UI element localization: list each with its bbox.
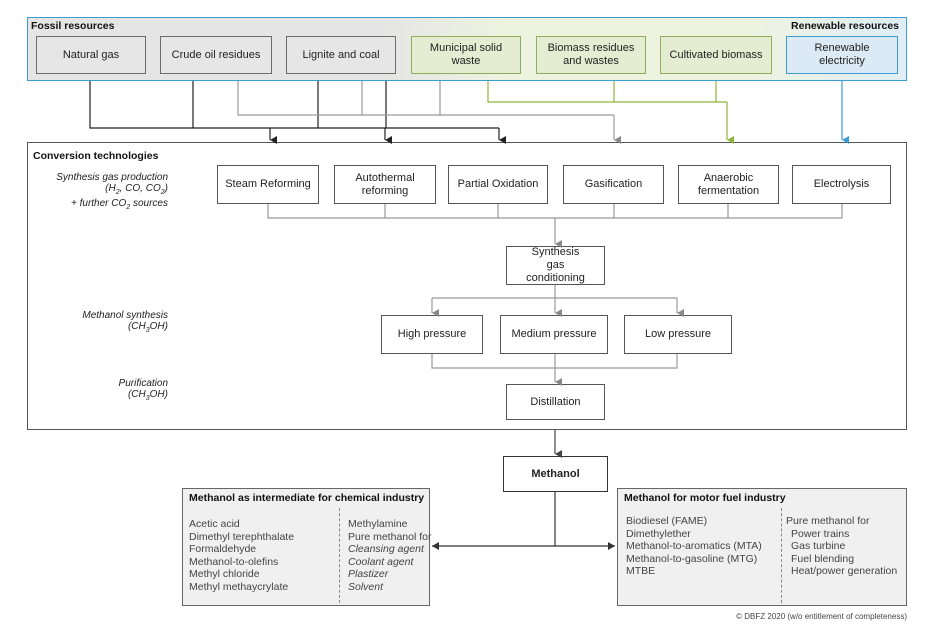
line-tech-collector bbox=[267, 204, 843, 219]
chemical-divider bbox=[339, 508, 340, 603]
chemical-item: Pure methanol for bbox=[348, 530, 432, 543]
tech-autothermal-reforming: Autothermal reforming bbox=[334, 165, 436, 204]
line-biomass bbox=[487, 81, 727, 103]
line-conditioning-split bbox=[554, 285, 677, 299]
chemical-item: Acetic acid bbox=[189, 518, 240, 530]
stage-methanol-synthesis-name: Methanol synthesis bbox=[82, 310, 168, 321]
fuel-item: Power trains bbox=[791, 527, 850, 540]
chemical-item: Dimethyl terephthalate bbox=[189, 530, 295, 543]
pressure-medium: Medium pressure bbox=[500, 315, 608, 354]
fuel-list-right: Pure methanol for Power trains Gas turbi… bbox=[786, 515, 897, 578]
chemical-use: Plastizer bbox=[348, 568, 389, 580]
resource-biomass-residues: Biomass residues and wastes bbox=[536, 36, 646, 74]
chemical-use: Solvent bbox=[348, 580, 384, 593]
fuel-item: Biodiesel (FAME) bbox=[626, 515, 708, 527]
stage-syngas-co2: + further CO2 sources bbox=[70, 198, 168, 211]
fuel-item: Fuel blending bbox=[791, 552, 855, 565]
chemical-use: Coolant agent bbox=[348, 555, 414, 568]
chemical-list-left: Acetic acid Dimethyl terephthalate Forma… bbox=[189, 518, 294, 593]
syngas-conditioning: Synthesis gas conditioning bbox=[506, 246, 605, 285]
stage-syngas-formula: (H2, CO, CO2) bbox=[105, 183, 168, 196]
distillation: Distillation bbox=[506, 384, 605, 420]
fuel-item: MTBE bbox=[626, 565, 656, 577]
resource-cultivated-biomass: Cultivated biomass bbox=[660, 36, 772, 74]
tech-anaerobic-fermentation: Anaerobic fermentation bbox=[678, 165, 779, 204]
chemical-item: Formaldehyde bbox=[189, 543, 257, 555]
chemical-use: Cleansing agent bbox=[348, 543, 424, 555]
fuel-item: Pure methanol for bbox=[786, 515, 870, 527]
resource-natural-gas: Natural gas bbox=[36, 36, 146, 74]
tech-partial-oxidation: Partial Oxidation bbox=[448, 165, 548, 204]
pressure-low: Low pressure bbox=[624, 315, 732, 354]
chemical-item: Methyl chloride bbox=[189, 568, 260, 580]
line-waste-gray bbox=[237, 81, 614, 116]
resource-crude-oil-residues: Crude oil residues bbox=[160, 36, 272, 74]
fuel-item: Methanol-to-aromatics (MTA) bbox=[626, 540, 762, 552]
stage-methanol-synthesis-label: Methanol synthesis (CH3OH) bbox=[8, 310, 168, 336]
stage-purification-name: Purification bbox=[118, 378, 168, 389]
chemical-item: Methanol-to-olefins bbox=[189, 555, 279, 568]
fuel-item: Dimethylether bbox=[626, 527, 691, 540]
fuel-industry-title: Methanol for motor fuel industry bbox=[624, 492, 786, 504]
chemical-item: Methylamine bbox=[348, 518, 408, 530]
fuel-item: Methanol-to-gasoline (MTG) bbox=[626, 552, 758, 565]
chemical-item: Methyl methaycrylate bbox=[189, 580, 289, 593]
stage-syngas-label: Synthesis gas production (H2, CO, CO2) +… bbox=[8, 172, 168, 213]
renewable-resources-title: Renewable resources bbox=[791, 20, 899, 32]
copyright-note: © DBFZ 2020 (w/o entitlement of complete… bbox=[736, 612, 907, 621]
stage-methanol-synthesis-formula: (CH3OH) bbox=[127, 321, 168, 334]
fuel-industry-panel bbox=[617, 488, 907, 606]
stage-syngas-name: Synthesis gas production bbox=[56, 172, 168, 183]
resource-lignite-coal: Lignite and coal bbox=[286, 36, 396, 74]
tech-electrolysis: Electrolysis bbox=[792, 165, 891, 204]
fuel-divider bbox=[781, 508, 782, 603]
stage-purification-label: Purification (CH3OH) bbox=[8, 378, 168, 404]
conversion-title: Conversion technologies bbox=[33, 150, 159, 162]
resource-renewable-electricity: Renewable electricity bbox=[786, 36, 898, 74]
fuel-list-left: Biodiesel (FAME) Dimethylether Methanol-… bbox=[626, 515, 762, 578]
fuel-item: Gas turbine bbox=[791, 540, 846, 552]
stage-purification-formula: (CH3OH) bbox=[127, 389, 168, 402]
chemical-industry-panel bbox=[182, 488, 430, 606]
tech-gasification: Gasification bbox=[563, 165, 664, 204]
line-natural-gas bbox=[89, 81, 499, 129]
fossil-resources-title: Fossil resources bbox=[31, 20, 115, 32]
chemical-industry-title: Methanol as intermediate for chemical in… bbox=[189, 492, 425, 504]
chemical-list-right: Methylamine Pure methanol for Cleansing … bbox=[348, 518, 431, 593]
tech-steam-reforming: Steam Reforming bbox=[217, 165, 319, 204]
resource-municipal-solid-waste: Municipal solid waste bbox=[411, 36, 521, 74]
pressure-high: High pressure bbox=[381, 315, 483, 354]
fuel-item: Heat/power generation bbox=[791, 565, 898, 577]
